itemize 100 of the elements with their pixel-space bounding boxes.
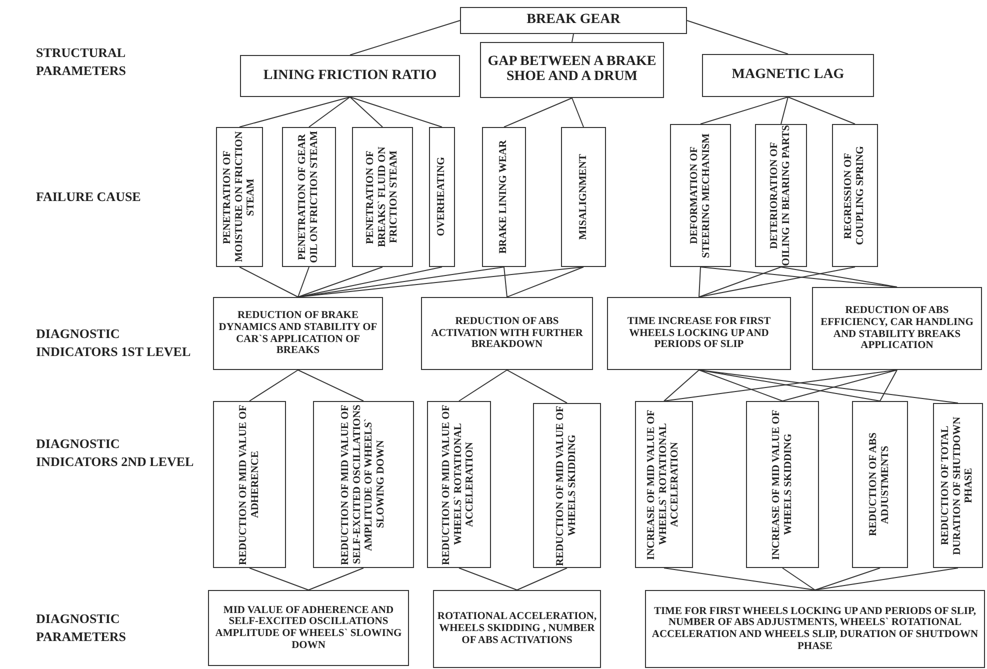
diagram-box	[561, 127, 606, 267]
connector-line	[572, 98, 584, 128]
connector-line	[504, 266, 508, 298]
connector-line	[239, 96, 350, 128]
diagram-box	[933, 403, 983, 568]
connector-line	[458, 370, 508, 402]
diagram-box	[635, 401, 693, 568]
connector-line	[698, 266, 782, 298]
diagram-box	[755, 124, 807, 267]
diagram-box	[670, 124, 731, 267]
box-text: TIME INCREASE FOR FIRST WHEELS LOCKING UP AND PERIODS OF SLIP	[626, 316, 772, 352]
diagram-box	[240, 55, 460, 97]
row-heading: DIAGNOSTIC INDICATORS 2ND LEVEL	[36, 435, 195, 470]
box-text: GAP BETWEEN A BRAKE SHOE AND A DRUM	[486, 55, 658, 85]
box-text: REDUCTION OF ABS EFFICIENCY, CAR HANDLING AND STABILITY BREAKS APPLICATION	[820, 305, 974, 352]
diagram-box	[832, 124, 878, 267]
row-heading: STRUCTURAL PARAMETERS	[36, 44, 128, 80]
connector-line	[504, 98, 572, 128]
box-text: REDUCTION OF ABS ACTIVATION WITH FURTHER BREAKDOWN	[430, 316, 584, 352]
connector-line	[782, 370, 898, 402]
diagram-box	[482, 127, 526, 267]
connector-line	[700, 96, 788, 124]
box-text: ROTATIONAL ACCELERATION, WHEELS SKIDDING , NUMBER OF ABS ACTIVATIONS	[436, 611, 598, 647]
connector-line	[698, 266, 701, 298]
box-text: BREAK GEAR	[526, 13, 620, 28]
box-text: REDUCTION OF MID VALUE OF WHEELS SKIDDING	[555, 404, 579, 567]
connector-line	[814, 568, 958, 590]
row-heading: DIAGNOSTIC INDICATORS 1ST LEVEL	[36, 325, 192, 360]
connector-line	[698, 370, 880, 402]
box-text: REGRESSION OF COUPLING SPRING	[843, 145, 867, 247]
diagram-box	[427, 401, 491, 568]
connector-line	[506, 370, 568, 404]
connector-line	[350, 96, 442, 128]
box-text: MISALIGNMENT	[578, 154, 590, 240]
connector-line	[298, 266, 442, 298]
connector-line	[350, 96, 383, 128]
connector-line	[298, 370, 364, 402]
connector-line	[814, 568, 880, 590]
box-text: REDUCTION OF ABS ADJUSTMENTS	[868, 432, 892, 538]
box-text: TIME FOR FIRST WHEELS LOCKING UP AND PERIODS OF SLIP, NUMBER OF ABS ADJUSTMENTS, WHEELS` ROTATIONAL ACCELERATION AND WHEELS SLIP, DURATION OF SHUTDOWN PHASE	[650, 606, 980, 652]
box-text: MID VALUE OF ADHERENCE AND SELF-EXCITED OSCILLATIONS AMPLITUDE OF WHEELS` SLOWING DOWN	[214, 604, 403, 652]
box-text: PENETRATION OF GEAR OIL ON FRICTION STEAM	[297, 130, 321, 266]
connector-line	[298, 266, 310, 298]
diagram-box	[313, 401, 414, 568]
box-text: OVERHEATING	[436, 157, 448, 237]
connector-line	[780, 266, 898, 288]
diagram-box	[460, 7, 687, 34]
connector-line	[698, 266, 856, 298]
box-text: PENETRATION OF MOISTURE ON FRICTION STEAM	[222, 130, 258, 264]
diagram-box	[433, 590, 601, 668]
diagram-box	[216, 127, 263, 267]
connector-line	[664, 568, 816, 590]
diagram-box	[533, 403, 601, 568]
diagram-box	[812, 287, 982, 370]
connector-line	[880, 370, 898, 402]
connector-line	[458, 568, 518, 590]
diagram-box	[852, 401, 908, 568]
box-text: REDUCTION OF MID VALUE OF ADHERENCE	[238, 403, 262, 567]
box-text: DETERIORATION OF OILING IN BEARING PARTS	[769, 125, 793, 266]
connector-line	[298, 266, 383, 298]
diagram-box	[208, 590, 409, 666]
diagram-box	[421, 297, 593, 370]
connector-line	[686, 20, 788, 54]
diagram-box	[429, 127, 455, 267]
connector-line	[308, 96, 350, 128]
row-heading: DIAGNOSTIC PARAMETERS	[36, 610, 128, 646]
connector-line	[698, 370, 783, 402]
connector-line	[788, 96, 856, 124]
box-text: INCREASE OF MID VALUE OF WHEELS SKIDDING	[770, 408, 794, 562]
diagram-box	[607, 297, 791, 370]
connector-line	[516, 568, 568, 590]
box-text: INCREASE OF MID VALUE OF WHEELS` ROTATIONAL ACCELERATION	[646, 408, 682, 562]
box-text: PENETRATION OF BREAKS` FLUID ON FRICTION STEAM	[364, 146, 400, 250]
diagram-box	[702, 54, 874, 97]
row-heading: FAILURE CAUSE	[36, 188, 142, 206]
diagram-box	[213, 297, 383, 370]
connector-line	[249, 568, 309, 590]
connector-line	[350, 20, 460, 56]
box-text: REDUCTION OF MID VALUE OF WHEELS` ROTATIONAL ACCELERATION	[441, 403, 477, 567]
connector-line	[698, 370, 958, 404]
diagram-box	[282, 127, 336, 267]
connector-line	[239, 266, 298, 298]
connector-line	[664, 370, 700, 402]
box-text: BRAKE LINING WEAR	[498, 140, 510, 254]
connector-line	[782, 568, 816, 590]
connector-line	[572, 34, 574, 42]
connector-line	[308, 568, 364, 590]
connector-line	[780, 96, 788, 124]
diagram-box	[746, 401, 819, 568]
connector-line	[506, 266, 584, 298]
diagram-box	[213, 401, 286, 568]
box-text: REDUCTION OF BRAKE DYNAMICS AND STABILITY OF CAR`S APPLICATION OF BREAKS	[218, 310, 378, 357]
box-text: MAGNETIC LAG	[732, 68, 844, 83]
box-text: REDUCTION OF MID VALUE OF SELF-EXCITED OSCILLATIONS AMPLITUDE OF WHEELS` SLOWING DOWN	[340, 403, 387, 567]
box-text: REDUCTION OF TOTAL DURATION OF SHUTDOWN PHASE	[940, 415, 976, 557]
diagram-box	[352, 127, 413, 267]
diagram-box	[480, 42, 664, 98]
box-text: LINING FRICTION RATIO	[263, 68, 437, 84]
box-text: DEFORMATION OF STEERING MECHANISM	[688, 132, 712, 260]
diagram-box	[645, 590, 985, 668]
